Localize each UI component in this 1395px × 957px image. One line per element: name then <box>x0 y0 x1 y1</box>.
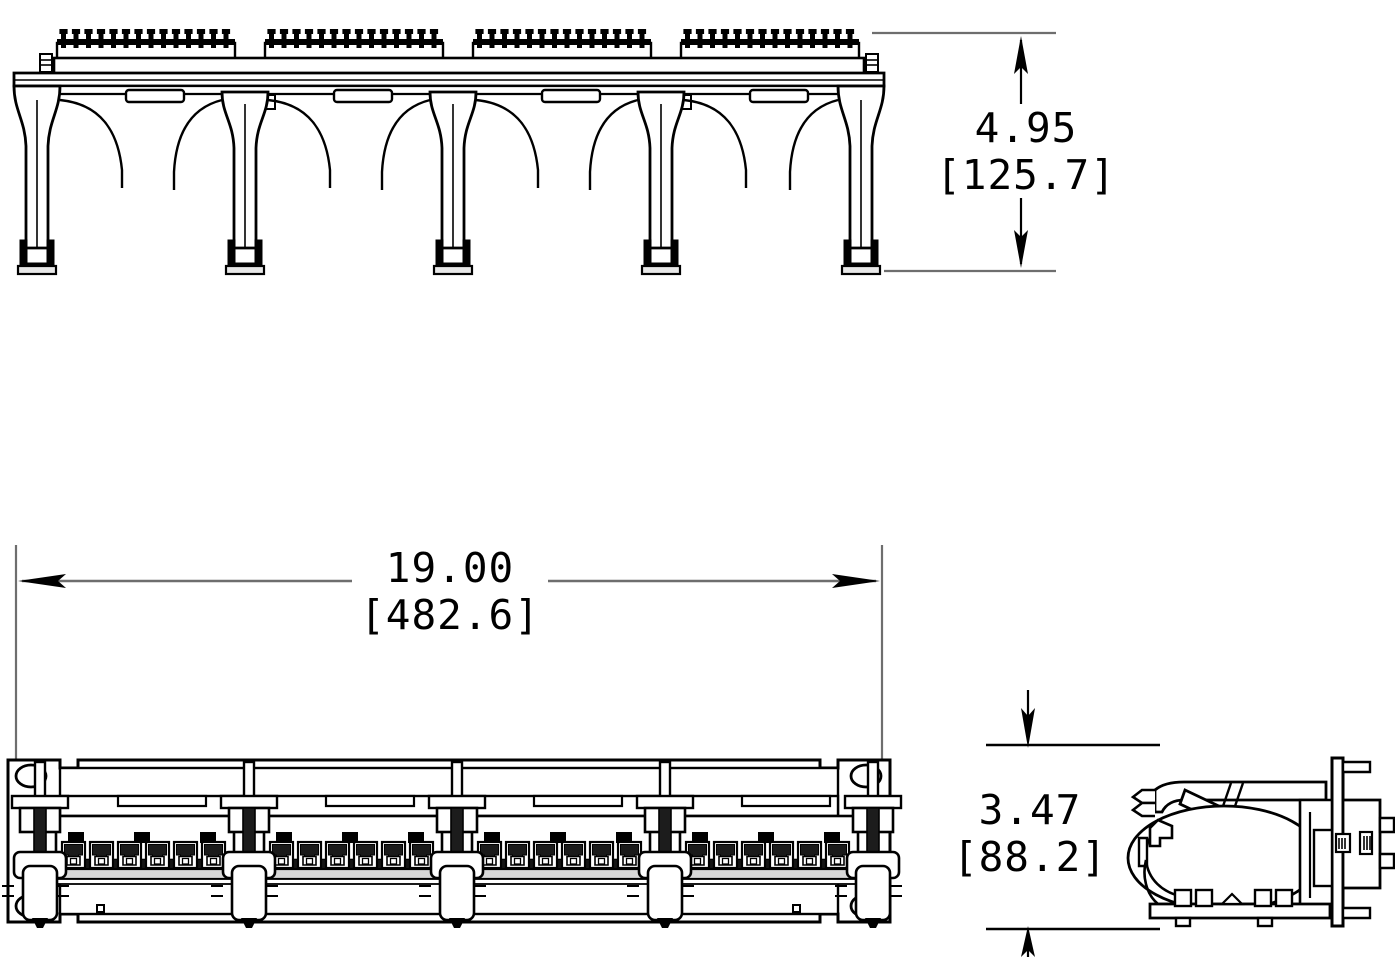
mounting-post <box>627 760 695 928</box>
label-window <box>824 832 840 843</box>
contact-pins <box>1338 838 1346 849</box>
side-rj45-jack-detail <box>1334 798 1395 890</box>
mounting-post-array <box>2 760 903 928</box>
leg <box>172 90 332 276</box>
rj45-port-icon <box>504 840 531 870</box>
dimension-overall-depth: 3.47 [88.2] <box>953 690 1160 957</box>
label-window <box>276 832 292 843</box>
rj45-port-icon <box>796 840 823 870</box>
rj45-port-icon <box>88 840 115 870</box>
rj45-port-icon <box>172 840 199 870</box>
label-window <box>408 832 424 843</box>
dimension-value-mm: [125.7] <box>936 151 1116 199</box>
leg <box>12 84 124 276</box>
mounting-post <box>2 760 70 928</box>
dimension-value-mm: [88.2] <box>953 833 1107 881</box>
mounting-post <box>419 760 487 928</box>
side-section-view <box>1126 756 1395 928</box>
rear-elevation-view <box>12 29 886 276</box>
rj45-port-icon <box>352 840 379 870</box>
mounting-post <box>211 760 279 928</box>
rj45-port-icon <box>712 840 739 870</box>
label-window <box>484 832 500 843</box>
label-window <box>616 832 632 843</box>
front-elevation-view <box>2 758 903 928</box>
label-window <box>200 832 216 843</box>
leg <box>588 90 748 276</box>
rj45-port-icon <box>408 840 435 870</box>
label-window <box>342 832 358 843</box>
side-rear-wall <box>1298 798 1334 912</box>
dimension-value-mm: [482.6] <box>360 591 540 639</box>
dimension-value-inch: 19.00 <box>386 544 514 592</box>
label-window <box>692 832 708 843</box>
arrowhead-down <box>1014 230 1028 268</box>
label-window <box>134 832 150 843</box>
rj45-port-icon <box>740 840 767 870</box>
side-cover-profile <box>1130 780 1328 818</box>
arrowhead-up <box>1014 36 1028 74</box>
dimension-value-inch: 3.47 <box>979 786 1082 834</box>
dimension-overall-width: 19.00 [482.6] <box>14 544 884 762</box>
rj45-port-icon <box>588 840 615 870</box>
arrowhead-left <box>18 574 66 588</box>
arrowhead-down-top <box>1021 708 1035 748</box>
rj45-port-icon <box>296 840 323 870</box>
label-window <box>550 832 566 843</box>
leg <box>788 84 886 276</box>
rear-latch-tabs <box>124 88 810 110</box>
rj45-port-icon <box>144 840 171 870</box>
side-bottom-rail <box>1148 888 1332 928</box>
rj45-port-icon <box>560 840 587 870</box>
label-window <box>758 832 774 843</box>
dimension-value-inch: 4.95 <box>975 104 1078 152</box>
rj45-port-icon <box>532 840 559 870</box>
rj45-port-icon <box>324 840 351 870</box>
leg <box>380 90 540 276</box>
rear-legs <box>12 84 886 276</box>
rj45-port-icon <box>200 840 227 870</box>
contact-pins <box>1363 836 1371 850</box>
rj45-port-icon <box>116 840 143 870</box>
mounting-post <box>835 760 903 928</box>
rj45-port-icon <box>768 840 795 870</box>
arrowhead-right <box>832 574 880 588</box>
front-lower-detail-marks <box>96 904 801 913</box>
label-window <box>68 832 84 843</box>
rj45-port-icon <box>824 840 851 870</box>
arrowhead-up-bottom <box>1021 926 1035 957</box>
rj45-port-icon <box>380 840 407 870</box>
dimension-overall-height: 4.95 [125.7] <box>872 31 1116 273</box>
rj45-port-icon <box>616 840 643 870</box>
